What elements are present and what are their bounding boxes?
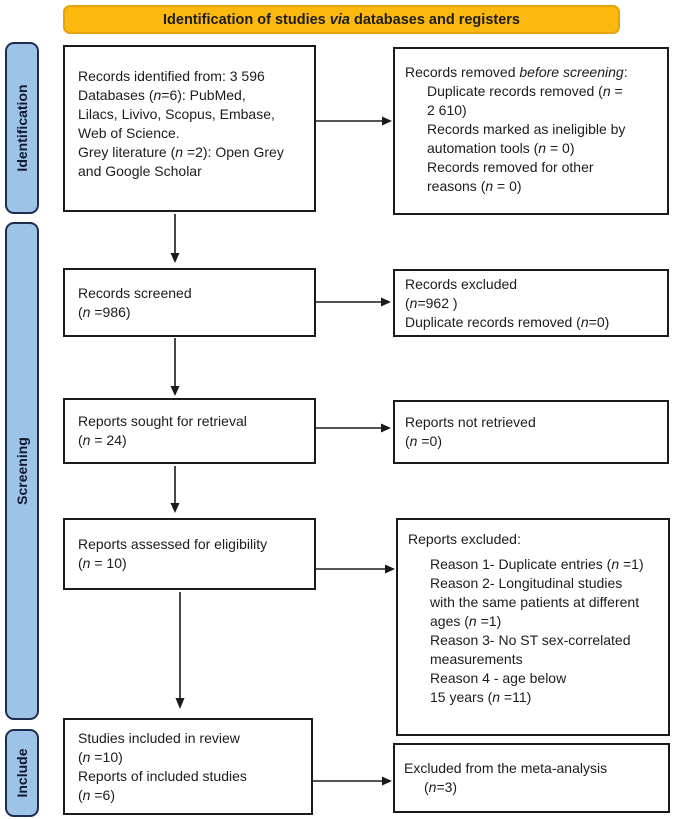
banner-title-text: Identification of studies via databases … <box>163 11 520 28</box>
box-reports-excluded-title: Reports excluded: <box>408 531 521 547</box>
arrow-identified-to-removed <box>316 116 392 126</box>
box-reports-sought-text: Reports sought for retrieval (n = 24) <box>78 413 247 448</box>
box-records-identified: Records identified from: 3 596 Databases… <box>63 45 316 212</box>
box-records-screened-text: Records screened (n =986) <box>78 284 192 320</box>
arrow-screened-to-sought <box>170 338 180 396</box>
arrow-sought-to-not-retrieved <box>316 423 391 433</box>
box-records-excluded: Records excluded (n=962 ) Duplicate reco… <box>393 269 669 337</box>
box-studies-included: Studies included in review (n =10) Repor… <box>63 718 313 815</box>
box-excluded-meta-count: (n=3) <box>424 779 458 795</box>
box-records-removed-title: Records removed before screening: <box>405 64 628 80</box>
banner-title: Identification of studies via databases … <box>63 5 620 34</box>
box-studies-included-text: Studies included in review (n =10) Repor… <box>78 729 247 803</box>
box-reports-sought: Reports sought for retrieval (n = 24) <box>63 398 316 464</box>
stage-label-include: Include <box>5 729 39 817</box>
box-reports-excluded-reasons: Reason 1- Duplicate entries (n =1) Reaso… <box>430 556 644 705</box>
box-reports-assessed: Reports assessed for eligibility (n = 10… <box>63 518 316 590</box>
box-reports-not-retrieved: Reports not retrieved (n =0) <box>393 400 669 464</box>
arrow-sought-to-assessed <box>170 466 180 513</box>
arrow-assessed-to-included <box>175 592 185 709</box>
box-excluded-from-meta-analysis: Excluded from the meta-analysis (n=3) <box>393 743 670 813</box>
box-reports-assessed-text: Reports assessed for eligibility (n = 10… <box>78 536 268 571</box>
box-reports-excluded: Reports excluded: Reason 1- Duplicate en… <box>396 518 670 736</box>
arrow-screened-to-excluded <box>316 297 391 307</box>
arrow-assessed-to-reports-excluded <box>316 564 395 574</box>
box-records-removed-items: Duplicate records removed (n = 2 610) Re… <box>427 83 626 194</box>
box-records-identified-text: Records identified from: 3 596 Databases… <box>78 68 284 179</box>
arrow-identified-to-screened <box>170 214 180 263</box>
stage-label-identification: Identification <box>5 42 39 214</box>
arrow-included-to-excluded-meta <box>313 776 392 786</box>
stage-label-screening: Screening <box>5 222 39 720</box>
box-reports-not-retrieved-text: Reports not retrieved (n =0) <box>405 414 536 449</box>
stage-label-include-text: Include <box>14 748 30 798</box>
box-records-excluded-text: Records excluded (n=962 ) Duplicate reco… <box>405 275 610 330</box>
box-records-screened: Records screened (n =986) <box>63 268 316 337</box>
box-excluded-meta-title: Excluded from the meta-analysis <box>404 760 608 776</box>
stage-label-screening-text: Screening <box>14 437 30 505</box>
stage-label-identification-text: Identification <box>14 84 30 172</box>
box-records-removed: Records removed before screening: Duplic… <box>393 47 669 215</box>
